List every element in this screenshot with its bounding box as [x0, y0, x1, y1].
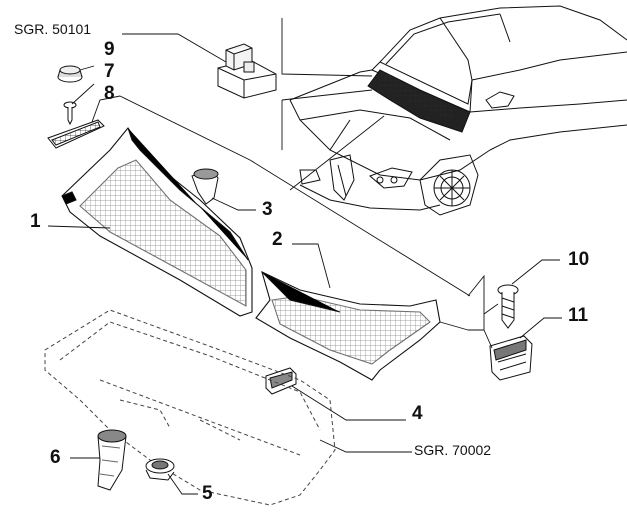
sgr-50101-part: [217, 43, 277, 99]
leader-lines: [47, 18, 562, 495]
part-8-strip: [47, 119, 105, 149]
callout-4: 4: [412, 403, 423, 424]
part-7-screw: [63, 101, 77, 126]
part-6-duct: [97, 429, 127, 491]
callout-6: 6: [50, 447, 61, 468]
callout-10: 10: [568, 249, 590, 270]
callout-5: 5: [202, 483, 213, 504]
callout-8: 8: [104, 83, 115, 104]
callout-11: 11: [568, 305, 589, 326]
part-3-grommet: [191, 168, 219, 205]
part-2-right-cowl: [255, 270, 441, 381]
callout-1: 1: [30, 211, 41, 232]
part-1-left-cowl: [61, 127, 253, 317]
ref-sgr-70002: SGR. 70002: [414, 442, 492, 458]
callout-2: 2: [272, 229, 283, 250]
callout-7: 7: [104, 61, 115, 82]
part-4-clip: [265, 367, 297, 395]
part-5-grommet: [145, 458, 175, 481]
part-9-cap: [57, 65, 83, 83]
car-cowl-highlight: [367, 69, 471, 133]
part-11-clip: [489, 335, 533, 381]
callout-9: 9: [104, 39, 115, 60]
ref-sgr-50101: SGR. 50101: [14, 21, 92, 37]
part-10-screw: [497, 284, 519, 329]
sgr-70002-bulkhead: [44, 309, 336, 506]
callout-3: 3: [262, 199, 273, 220]
